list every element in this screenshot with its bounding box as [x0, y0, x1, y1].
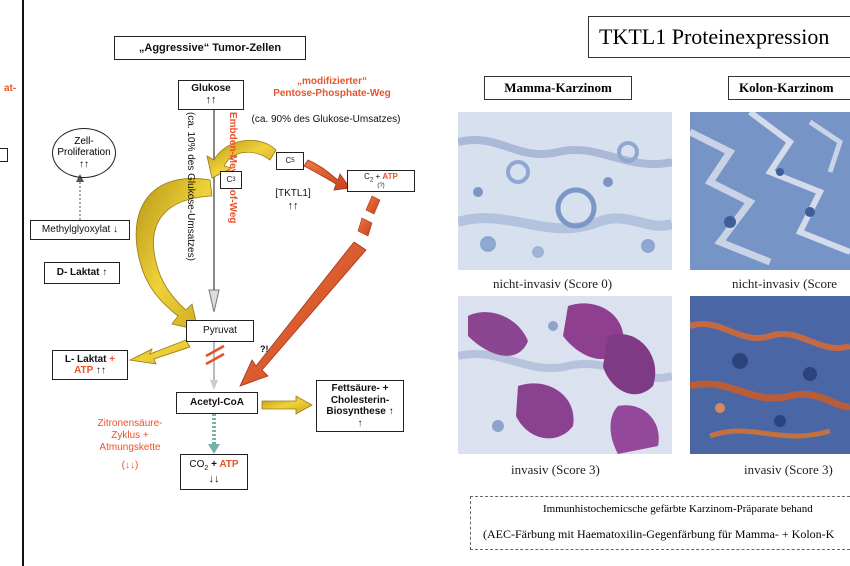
embden-share: (ca. 10% des Glukose-Umsatzes) — [185, 112, 196, 261]
question-mark-label: ?! — [260, 344, 269, 354]
red-arrow-to-acetyl — [239, 241, 367, 387]
glukose-label: Glukose — [191, 82, 231, 94]
pyruvat-box: Pyruvat — [186, 320, 254, 342]
caption-kolon-invasive: invasiv (Score 3) — [744, 462, 833, 477]
left-edge-fragment: at- — [4, 83, 17, 94]
tissue-kolon-noninvasive — [690, 112, 850, 270]
modified-ppw-line2: Pentose-Phosphate-Weg — [273, 88, 391, 99]
panel-title-box: TKTL1 Proteinexpression — [588, 16, 850, 58]
modified-ppw-line1: „modifizierter“ — [296, 76, 367, 87]
tissue-mamma-invasive — [458, 296, 672, 454]
caption-mamma-invasive: invasiv (Score 3) — [511, 462, 600, 477]
zitronensaeure-label: Zitronensäure- Zyklus + Atmungskette (↓↓… — [97, 418, 163, 471]
glukose-box: Glukose ↑↑ — [178, 80, 244, 110]
tktl1-label: [TKTL1] ↑↑ — [275, 188, 311, 212]
yellow-arrow-to-fettsaeure — [261, 395, 313, 415]
acetyl-coa-box: Acetyl-CoA — [176, 392, 258, 414]
staining-note-box: Immunhistochemicsche gefärbte Karzinom-P… — [470, 496, 850, 550]
c2-atp-box: C2 + ATP (?) — [347, 170, 415, 192]
modified-ppw: „modifizierter“ Pentose-Phosphate-Weg — [262, 76, 402, 100]
col-header-mamma: Mamma-Karzinom — [484, 76, 632, 100]
left-edge-box-fragment — [0, 148, 8, 162]
embden-meyerhof-label: Embden-Meyerhof-Weg — [227, 112, 238, 224]
yellow-arrow-c3-pyruvat — [135, 178, 213, 331]
pathway-arrows — [76, 110, 381, 454]
d-laktat-box: D- Laktat ↑ — [44, 262, 120, 284]
diagram-title: „Aggressive“ Tumor-Zellen — [114, 36, 306, 60]
staining-note-line2: (AEC-Färbung mit Haematoxilin-Gegenfärbu… — [483, 527, 835, 541]
caption-kolon-noninvasive: nicht-invasiv (Score — [732, 276, 838, 291]
fettsaeure-box: Fettsäure- + Cholesterin- Biosynthese ↑ … — [316, 380, 404, 432]
caption-mamma-noninvasive: nicht-invasiv (Score 0) — [493, 276, 613, 291]
red-arrow-c5-c2 — [303, 159, 351, 191]
co2-atp-box: CO2 + ATP ↓↓ — [180, 454, 248, 490]
methylglyoxylat-box: Methylglyoxylat ↓ — [30, 220, 130, 240]
l-laktat-box: L- Laktat + ATP ↑↑ — [52, 350, 128, 380]
ppw-share: (ca. 90% des Glukose-Umsatzes) — [251, 114, 401, 125]
panel-title: TKTL1 Proteinexpression — [599, 24, 830, 49]
tissue-mamma-noninvasive — [458, 112, 672, 270]
col-header-kolon: Kolon-Karzinom — [728, 76, 850, 100]
tissue-kolon-invasive — [690, 296, 850, 454]
yellow-arrow-c5-c3 — [206, 139, 277, 179]
staining-note-line1: Immunhistochemicsche gefärbte Karzinom-P… — [543, 503, 813, 515]
left-edge-divider — [22, 0, 24, 566]
proliferation-ellipse: Zell- Proliferation ↑↑ — [52, 128, 116, 178]
yellow-arrow-to-l-laktat — [128, 339, 191, 365]
red-dash-2 — [357, 217, 373, 237]
glukose-arrow: ↑↑ — [205, 94, 217, 107]
red-dash-1 — [365, 195, 381, 215]
